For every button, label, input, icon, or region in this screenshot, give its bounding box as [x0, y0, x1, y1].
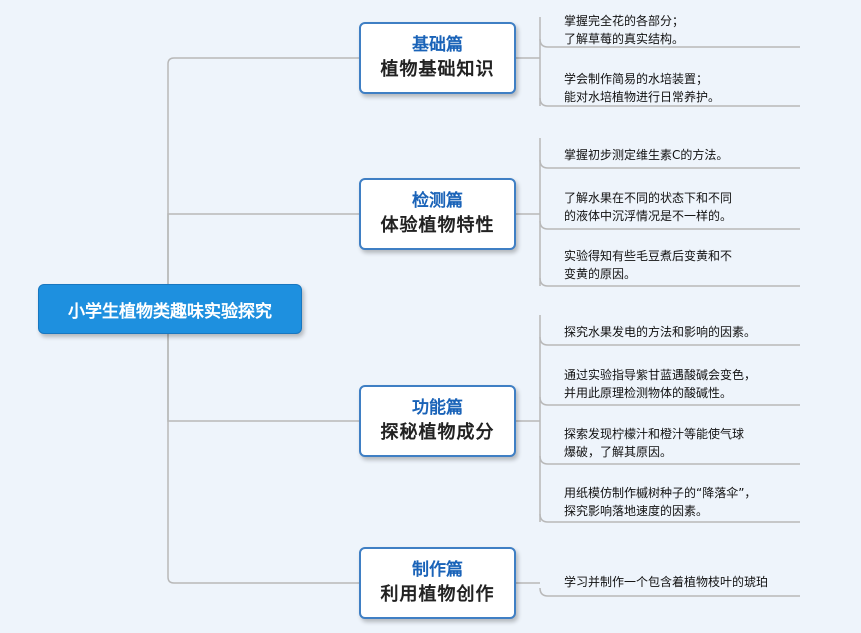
leaf-topic[interactable]: 实验得知有些毛豆煮后变黄和不 变黄的原因。	[564, 249, 733, 281]
leaf-underline	[539, 38, 800, 48]
leaf-underline	[539, 396, 800, 406]
root-to-branch-line	[167, 57, 359, 284]
leaf-underline	[539, 336, 800, 346]
branch-title: 功能篇	[412, 398, 463, 418]
leaf-topic[interactable]: 掌握完全花的各部分； 了解草莓的真实结构。	[564, 14, 685, 46]
leaf-topic[interactable]: 掌握初步测定维生素C的方法。	[564, 148, 729, 162]
leaf-underline	[539, 587, 800, 597]
root-to-branch-line	[167, 213, 359, 284]
leaf-topic[interactable]: 通过实验指导紫甘蓝遇酸碱会变色， 并用此原理检测物体的酸碱性。	[564, 368, 757, 400]
leaf-underline	[539, 159, 800, 169]
leaf-topic[interactable]: 学会制作简易的水培装置； 能对水培植物进行日常养护。	[564, 72, 721, 104]
leaf-underline	[539, 220, 800, 230]
branch-node-basics[interactable]: 基础篇 植物基础知识	[359, 22, 516, 94]
branch-node-function[interactable]: 功能篇 探秘植物成分	[359, 385, 516, 457]
leaf-underline	[539, 277, 800, 287]
root-to-branch-line	[167, 334, 359, 584]
branch-subtitle: 探秘植物成分	[380, 422, 495, 443]
branch-subtitle: 植物基础知识	[380, 59, 495, 80]
branch-subtitle: 利用植物创作	[380, 584, 495, 605]
branch-node-creation[interactable]: 制作篇 利用植物创作	[359, 547, 516, 619]
branch-subtitle: 体验植物特性	[380, 215, 495, 236]
leaf-topic[interactable]: 用纸模仿制作槭树种子的“降落伞”， 探究影响落地速度的因素。	[564, 486, 757, 518]
branch-node-detection[interactable]: 检测篇 体验植物特性	[359, 178, 516, 250]
leaf-underline	[539, 455, 800, 465]
leaf-topic[interactable]: 学习并制作一个包含着植物枝叶的琥珀	[564, 575, 769, 589]
branch-title: 检测篇	[412, 191, 463, 211]
root-node[interactable]: 小学生植物类趣味实验探究	[38, 284, 302, 334]
leaf-topic[interactable]: 探究水果发电的方法和影响的因素。	[564, 325, 757, 339]
leaf-underline	[539, 513, 800, 523]
leaf-topic[interactable]: 了解水果在不同的状态下和不同 的液体中沉浮情况是不一样的。	[564, 191, 733, 223]
leaf-underline	[539, 97, 800, 107]
leaf-topic[interactable]: 探索发现柠檬汁和橙汁等能使气球 爆破，了解其原因。	[564, 427, 745, 459]
root-title: 小学生植物类趣味实验探究	[68, 301, 272, 322]
root-to-branch-line	[167, 334, 359, 422]
branch-title: 制作篇	[412, 560, 463, 580]
branch-title: 基础篇	[412, 35, 463, 55]
